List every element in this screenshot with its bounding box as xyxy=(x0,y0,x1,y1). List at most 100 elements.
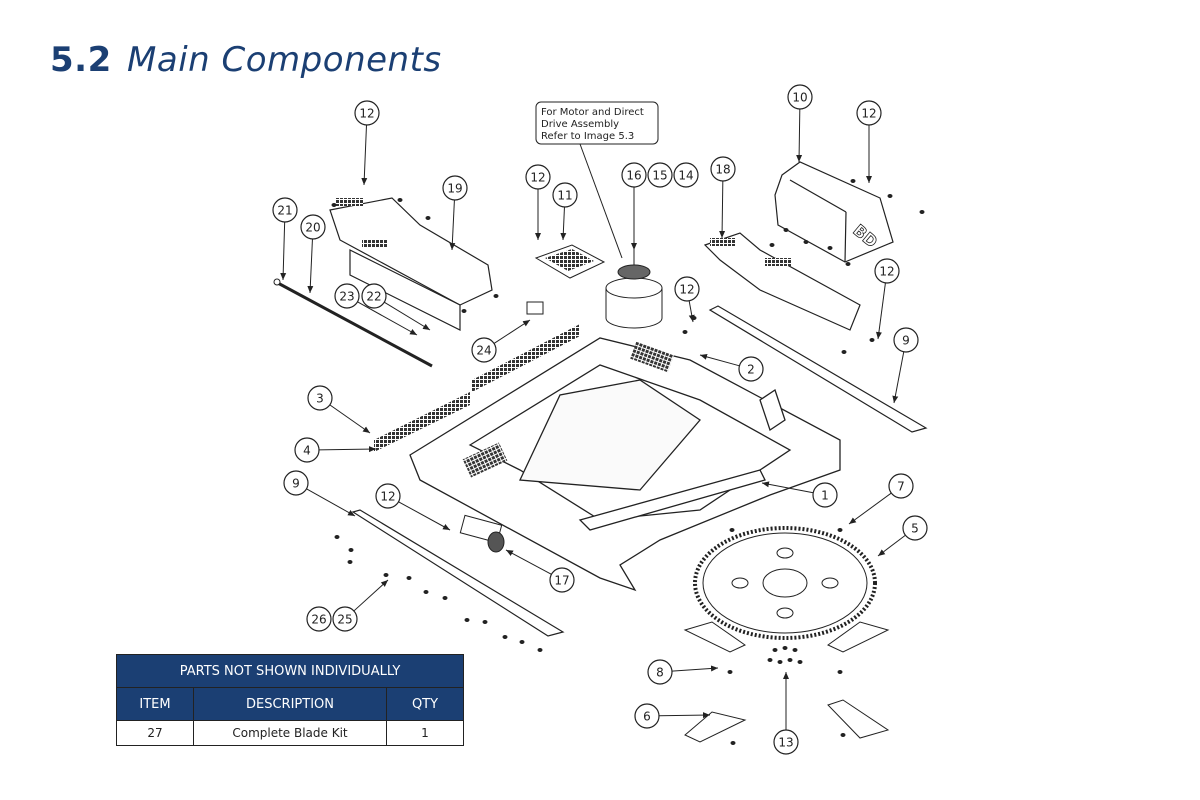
callout-number: 23 xyxy=(339,290,354,304)
callout-circle xyxy=(294,437,320,463)
callout-number: 16 xyxy=(626,169,641,183)
callout-circle xyxy=(272,197,298,223)
callout-circle xyxy=(888,473,914,499)
callout-21: 21 xyxy=(272,197,298,281)
callout-number: 6 xyxy=(643,710,651,724)
callout-5: 5 xyxy=(877,515,928,557)
callout-circle xyxy=(773,729,799,755)
callout-number: 7 xyxy=(897,480,905,494)
bolt xyxy=(397,198,403,202)
leader-line xyxy=(357,301,418,336)
callout-number: 1 xyxy=(821,489,829,503)
callout-7: 7 xyxy=(848,473,914,525)
bolt xyxy=(769,243,775,247)
leader-line xyxy=(848,492,892,525)
callout-number: 12 xyxy=(679,283,694,297)
leader-line xyxy=(280,221,287,281)
bolt xyxy=(682,330,688,334)
callout-number: 12 xyxy=(380,490,395,504)
callout-number: 12 xyxy=(359,107,374,121)
right-side-cover xyxy=(703,232,861,331)
callout-circle xyxy=(442,175,468,201)
access-cover-plate xyxy=(534,244,606,279)
svg-text:For Motor and Direct: For Motor and Direct xyxy=(541,107,644,118)
bolt xyxy=(772,648,778,652)
callout-circle xyxy=(471,337,497,363)
hydraulic-motor xyxy=(605,250,663,329)
bolt xyxy=(442,596,448,600)
callout-12: 12 xyxy=(375,483,451,531)
leader-line xyxy=(353,579,389,612)
callout-circle xyxy=(361,283,387,309)
mower-deck xyxy=(409,337,841,592)
callout-number: 12 xyxy=(530,171,545,185)
callout-number: 14 xyxy=(678,169,693,183)
callout-17: 17 xyxy=(505,549,575,593)
callout-circle xyxy=(874,258,900,284)
leader-line xyxy=(877,534,906,557)
bolt xyxy=(845,262,851,266)
callout-26: 26 xyxy=(306,606,332,632)
callout-3: 3 xyxy=(307,385,371,434)
motor-hood: BD xyxy=(774,161,894,263)
callout-12: 12 xyxy=(525,164,551,240)
callout-number: 4 xyxy=(303,444,311,458)
bolt xyxy=(482,620,488,624)
leader-line xyxy=(875,282,886,340)
callout-circle xyxy=(375,483,401,509)
table-title: PARTS NOT SHOWN INDIVIDUALLY xyxy=(116,654,464,688)
leader-line xyxy=(318,446,377,453)
bolt xyxy=(461,309,467,313)
leader-line xyxy=(329,404,371,434)
bolt xyxy=(837,528,843,532)
callout-10: 10 xyxy=(787,84,813,163)
callout-12: 12 xyxy=(674,276,700,323)
bolt xyxy=(537,648,543,652)
callout-circle xyxy=(334,283,360,309)
callout-14: 14 xyxy=(673,162,699,188)
bolt xyxy=(729,528,735,532)
bolt xyxy=(493,294,499,298)
callout-16: 16 xyxy=(621,162,647,250)
callout-circle xyxy=(552,182,578,208)
callout-number: 22 xyxy=(366,290,381,304)
bolt xyxy=(850,179,856,183)
callout-number: 15 xyxy=(652,169,667,183)
parts-not-shown-table: PARTS NOT SHOWN INDIVIDUALLY ITEM DESCRI… xyxy=(116,654,464,746)
table-row: 27 Complete Blade Kit 1 xyxy=(116,720,464,746)
callout-9: 9 xyxy=(892,327,919,404)
leader-line xyxy=(306,488,356,517)
bolt xyxy=(837,670,843,674)
col-header-qty: QTY xyxy=(386,687,464,721)
fasteners xyxy=(331,179,925,745)
callout-circle xyxy=(354,100,380,126)
bolt xyxy=(464,618,470,622)
leader-line xyxy=(658,712,711,719)
spindle-coupler xyxy=(459,514,505,553)
callout-number: 24 xyxy=(476,344,491,358)
bolt xyxy=(730,741,736,745)
callout-4: 4 xyxy=(294,437,377,463)
bolt xyxy=(869,338,875,342)
leader-line xyxy=(361,124,368,186)
callout-circle xyxy=(634,703,660,729)
leader-line xyxy=(671,665,719,672)
callout-circle xyxy=(525,164,551,190)
left-side-cover xyxy=(329,197,493,331)
bolt xyxy=(919,210,925,214)
callout-circle xyxy=(710,156,736,182)
callout-circle xyxy=(787,84,813,110)
section-title: Main Components xyxy=(127,40,442,80)
bolt xyxy=(423,590,429,594)
callout-number: 9 xyxy=(292,477,300,491)
blades xyxy=(683,621,890,743)
section-number: 5.2 xyxy=(50,40,112,80)
callout-23: 23 xyxy=(334,283,418,336)
callout-circle xyxy=(902,515,928,541)
callout-circle xyxy=(300,214,326,240)
callout-circle xyxy=(306,606,332,632)
callout-22: 22 xyxy=(361,283,431,331)
callout-circle xyxy=(647,162,673,188)
cell-item: 27 xyxy=(116,720,194,746)
